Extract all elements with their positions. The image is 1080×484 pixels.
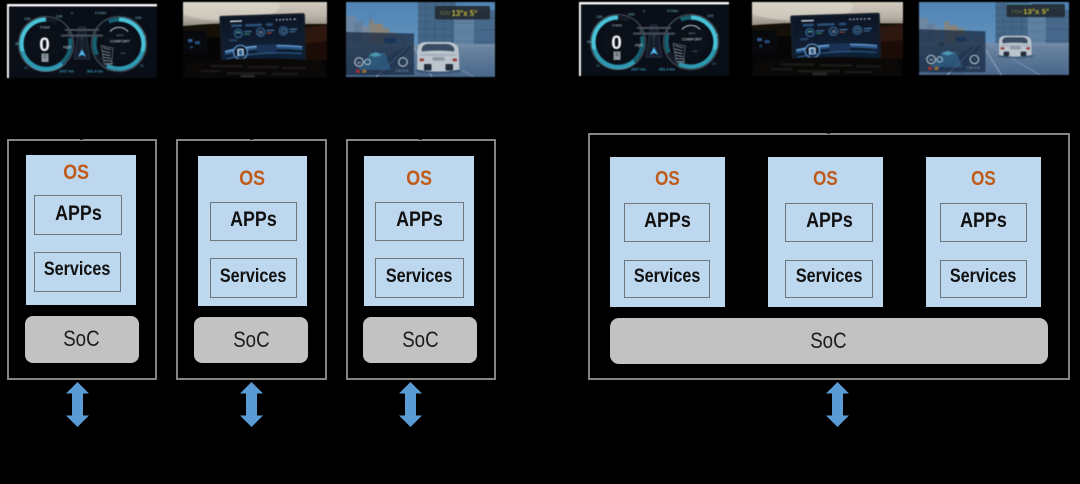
svg-text:1007 km: 1007 km xyxy=(631,67,647,71)
svg-text:140: 140 xyxy=(56,14,62,18)
svg-text:0: 0 xyxy=(39,35,50,56)
svg-text:50: 50 xyxy=(140,64,144,68)
svg-text:1: 1 xyxy=(636,60,638,64)
svg-text:90: 90 xyxy=(357,61,361,65)
svg-text:9: 9 xyxy=(144,35,146,39)
svg-text:TJA+ICA: TJA+ICA xyxy=(395,69,409,73)
svg-text:mph: mph xyxy=(635,42,644,47)
svg-text:1: 1 xyxy=(64,62,66,66)
svg-text:sport: sport xyxy=(117,33,124,37)
svg-text:881.4 km: 881.4 km xyxy=(659,67,676,71)
svg-text:eco: eco xyxy=(693,49,698,53)
svg-text:13°x 5°: 13°x 5° xyxy=(1023,7,1049,16)
svg-text:FOV: FOV xyxy=(440,11,451,17)
svg-text:READY: READY xyxy=(107,67,119,71)
svg-text:130: 130 xyxy=(596,15,602,19)
svg-text:6:10am: 6:10am xyxy=(667,9,678,13)
svg-text:sport: sport xyxy=(689,31,696,35)
svg-text:50: 50 xyxy=(712,62,716,66)
svg-text:40: 40 xyxy=(596,64,600,68)
svg-text:90: 90 xyxy=(587,40,591,44)
svg-text:READY: READY xyxy=(679,65,691,69)
svg-text:mph: mph xyxy=(63,44,72,49)
svg-text:0: 0 xyxy=(611,33,622,54)
svg-text:140: 140 xyxy=(628,12,634,16)
svg-text:13°x 5°: 13°x 5° xyxy=(452,9,478,18)
svg-text:-n: -n xyxy=(642,9,645,13)
svg-text:0 kmh: 0 kmh xyxy=(612,23,622,27)
svg-text:40: 40 xyxy=(24,66,28,70)
svg-text:130: 130 xyxy=(24,17,30,21)
svg-text:90: 90 xyxy=(15,42,19,46)
svg-text:26: 26 xyxy=(258,30,263,35)
svg-text:1007 km: 1007 km xyxy=(59,69,75,73)
svg-text:100: 100 xyxy=(135,16,141,20)
svg-text:COMFORT: COMFORT xyxy=(682,36,703,41)
svg-text:-n: -n xyxy=(70,11,73,15)
svg-text:26: 26 xyxy=(831,29,837,34)
svg-text:0 kmh: 0 kmh xyxy=(40,25,50,29)
svg-text:TJA+ICA: TJA+ICA xyxy=(966,66,981,70)
svg-text:6:10am: 6:10am xyxy=(95,11,106,15)
svg-text:FOV: FOV xyxy=(1012,9,1023,15)
svg-text:100: 100 xyxy=(707,14,713,18)
svg-text:881.4 km: 881.4 km xyxy=(87,69,104,73)
svg-text:eco: eco xyxy=(121,51,126,55)
svg-text:COMFORT: COMFORT xyxy=(110,38,131,43)
svg-text:9: 9 xyxy=(716,33,718,37)
svg-text:90: 90 xyxy=(929,58,933,62)
